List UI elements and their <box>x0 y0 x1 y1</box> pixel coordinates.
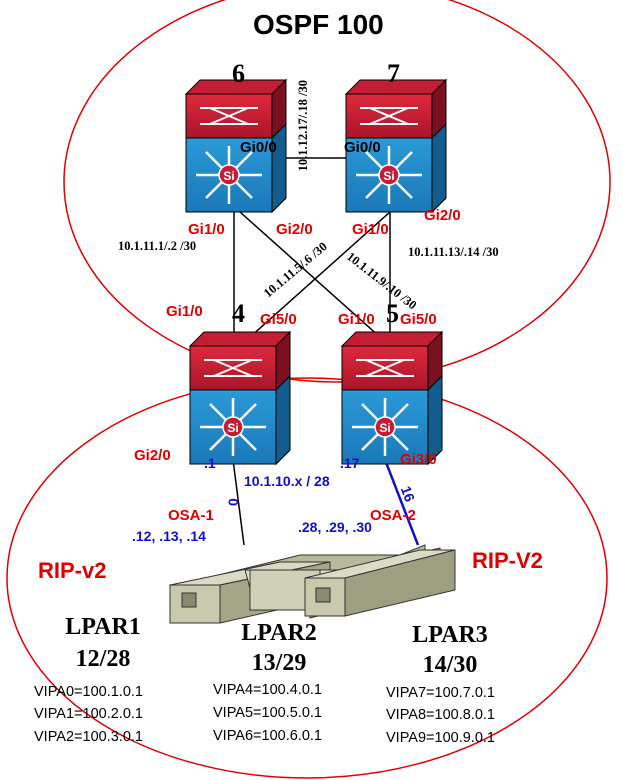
osa2-label: OSA-2 <box>370 507 416 524</box>
node-label-7: 7 <box>387 59 400 88</box>
lpar3-vipa7: VIPA7=100.7.0.1 <box>386 685 495 701</box>
subnet-label: 10.1.10.x / 28 <box>244 473 330 489</box>
switch-5[interactable] <box>340 330 444 466</box>
lpar1-vipa0: VIPA0=100.1.0.1 <box>34 684 143 700</box>
lpar2-vipa4: VIPA4=100.4.0.1 <box>213 682 322 698</box>
mainframe-lpars <box>169 544 456 624</box>
lpar3-id: 14/30 <box>423 652 478 678</box>
if-6-gi2-0: Gi2/0 <box>276 221 313 238</box>
port-osa1: 0 <box>225 498 241 506</box>
rip-label-right: RIP-V2 <box>472 548 543 573</box>
switch-4[interactable] <box>188 330 292 466</box>
lpar2-vipa6: VIPA6=100.6.0.1 <box>213 728 322 744</box>
ospf-area-ellipse <box>63 0 611 383</box>
node-label-4: 4 <box>232 299 245 328</box>
if-4-gi5-0: Gi5/0 <box>260 311 297 328</box>
if-7-gi0-0: Gi0/0 <box>344 139 381 156</box>
rip-label-left: RIP-v2 <box>38 558 106 583</box>
lpar2-id: 13/29 <box>252 650 307 676</box>
net-7-5: 10.1.11.13/.14 /30 <box>408 245 499 259</box>
if-4-gi2-0: Gi2/0 <box>134 447 171 464</box>
port-osa2: 16 <box>398 484 418 504</box>
lpar1-name: LPAR1 <box>65 614 141 640</box>
if-6-gi0-0: Gi0/0 <box>240 139 277 156</box>
ospf-title: OSPF 100 <box>253 9 384 40</box>
link-7-4 <box>239 211 391 347</box>
net-6-7: 10.1.12.17/.18 /30 <box>296 80 310 171</box>
if-7-gi1-0: Gi1/0 <box>352 221 389 238</box>
lpar1-vipa2: VIPA2=100.3.0.1 <box>34 729 143 745</box>
if-7-gi2-0: Gi2/0 <box>424 207 461 224</box>
links <box>231 157 391 546</box>
node-label-5: 5 <box>386 299 399 328</box>
rip-area-ellipse <box>6 377 608 779</box>
addr-switch5: .17 <box>340 455 360 471</box>
if-4-gi1-0: Gi1/0 <box>166 303 203 320</box>
link-4-osa1 <box>231 451 245 546</box>
if-5-gi1-0: Gi1/0 <box>338 311 375 328</box>
link-5-osa2 <box>380 451 420 546</box>
osa1-label: OSA-1 <box>168 507 214 524</box>
lpar3-name: LPAR3 <box>412 622 488 648</box>
lpar2-vipa5: VIPA5=100.5.0.1 <box>213 705 322 721</box>
if-5-gi5-0: Gi5/0 <box>400 311 437 328</box>
osa1-addresses: .12, .13, .14 <box>132 528 206 544</box>
lpar1-id: 12/28 <box>76 646 131 672</box>
addr-switch4: .1 <box>204 455 216 471</box>
net-7-4: 10.1.11.5/.6 /30 <box>261 239 330 300</box>
osa2-addresses: .28, .29, .30 <box>298 519 372 535</box>
node-label-6: 6 <box>232 59 245 88</box>
lpar1-vipa1: VIPA1=100.2.0.1 <box>34 706 143 722</box>
net-6-4: 10.1.11.1/.2 /30 <box>118 239 196 253</box>
lpar3-vipa9: VIPA9=100.9.0.1 <box>386 730 495 746</box>
if-5-gi3-0: Gi3/0 <box>400 451 437 468</box>
lpar3-vipa8: VIPA8=100.8.0.1 <box>386 707 495 723</box>
lpar2-name: LPAR2 <box>241 620 317 646</box>
if-6-gi1-0: Gi1/0 <box>188 221 225 238</box>
